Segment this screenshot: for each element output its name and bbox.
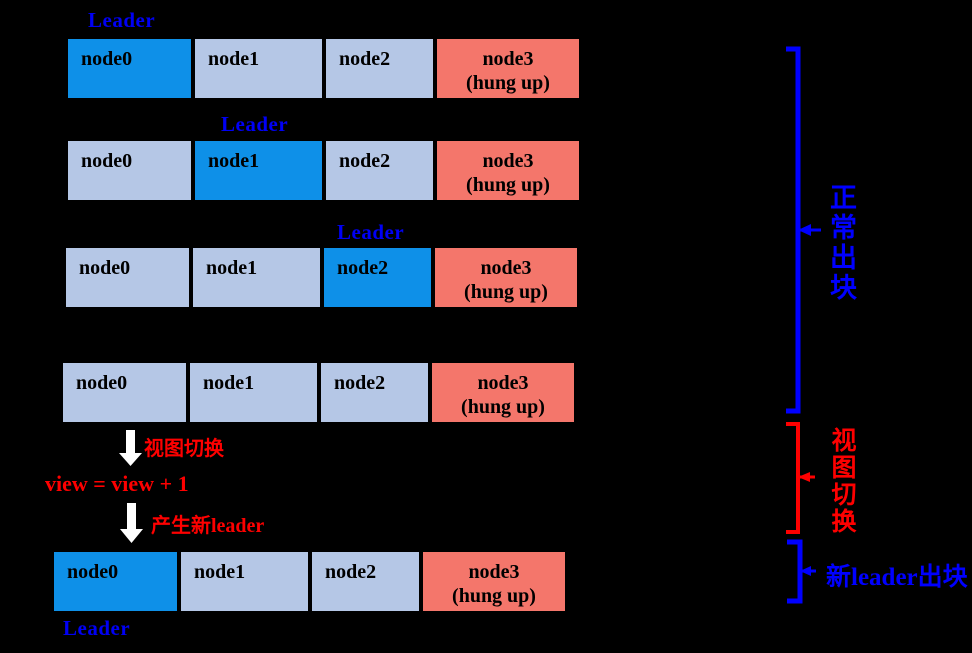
node-sublabel: (hung up) — [452, 585, 536, 607]
row3-node2-cell: node2 — [322, 246, 433, 309]
row2-node1-cell: node1 — [193, 139, 324, 202]
node-label: node3 — [477, 372, 529, 394]
node-label: node0 — [67, 561, 119, 583]
node-row-5: node0 node1 node2 node3(hung up) — [52, 550, 567, 613]
view-increment-formula: view = view + 1 — [45, 471, 189, 496]
node-label: node0 — [79, 257, 131, 279]
new-leader-brace — [787, 539, 816, 604]
row5-node0-cell: node0 — [52, 550, 179, 613]
row3-node0-cell: node0 — [64, 246, 191, 309]
node-row-2: node0 node1 node2 node3(hung up) — [66, 139, 581, 202]
row1-node3-cell: node3(hung up) — [435, 37, 581, 100]
node-label: node2 — [339, 150, 391, 172]
node-label: node3 — [480, 257, 532, 279]
leader-tag-row1: Leader — [88, 8, 156, 32]
row1-node2-cell: node2 — [324, 37, 435, 100]
node-sublabel: (hung up) — [464, 281, 548, 303]
down-arrow-icon — [120, 503, 143, 543]
down-arrow-icon — [119, 430, 142, 466]
node-label: node0 — [76, 372, 128, 394]
node-label: node2 — [325, 561, 377, 583]
node-label: node3 — [482, 150, 534, 172]
node-label: node2 — [339, 48, 391, 70]
row5-node1-cell: node1 — [179, 550, 310, 613]
node-sublabel: (hung up) — [466, 72, 550, 94]
leader-tag-row2: Leader — [221, 112, 289, 136]
node-label: node0 — [81, 48, 133, 70]
leader-tag-row5: Leader — [63, 616, 131, 640]
node-sublabel: (hung up) — [461, 396, 545, 418]
row5-node3-cell: node3(hung up) — [421, 550, 567, 613]
row3-node3-cell: node3(hung up) — [433, 246, 579, 309]
view-switch-caption: 视图切换 — [144, 438, 224, 460]
node-label: node0 — [81, 150, 133, 172]
node-label: node3 — [468, 561, 520, 583]
leader-tag-row3: Leader — [337, 220, 405, 244]
row1-node1-cell: node1 — [193, 37, 324, 100]
node-label: node1 — [203, 372, 255, 394]
new-leader-caption: 产生新leader — [151, 515, 265, 537]
node-row-4: node0 node1 node2 node3(hung up) — [61, 361, 576, 424]
node-label: node1 — [206, 257, 258, 279]
row1-node0-cell: node0 — [66, 37, 193, 100]
node-label: node2 — [337, 257, 389, 279]
node-label: node1 — [208, 150, 260, 172]
row2-node3-cell: node3(hung up) — [435, 139, 581, 202]
node-label: node1 — [194, 561, 246, 583]
row4-node2-cell: node2 — [319, 361, 430, 424]
row4-node3-cell: node3(hung up) — [430, 361, 576, 424]
node-label: node3 — [482, 48, 534, 70]
row3-node1-cell: node1 — [191, 246, 322, 309]
node-label: node2 — [334, 372, 386, 394]
new-leader-blocks-annotation: 新leader出块 — [826, 564, 968, 591]
normal-blocks-brace — [786, 46, 821, 414]
row2-node2-cell: node2 — [324, 139, 435, 202]
node-row-3: node0 node1 node2 node3(hung up) — [64, 246, 579, 309]
row4-node0-cell: node0 — [61, 361, 188, 424]
normal-blocks-annotation: 正常出块 — [826, 183, 856, 303]
row4-node1-cell: node1 — [188, 361, 319, 424]
row2-node0-cell: node0 — [66, 139, 193, 202]
node-row-1: node0 node1 node2 node3(hung up) — [66, 37, 581, 100]
row5-node2-cell: node2 — [310, 550, 421, 613]
node-sublabel: (hung up) — [466, 174, 550, 196]
view-change-brace — [786, 422, 815, 534]
node-label: node1 — [208, 48, 260, 70]
view-change-annotation: 视图切换 — [828, 427, 855, 535]
